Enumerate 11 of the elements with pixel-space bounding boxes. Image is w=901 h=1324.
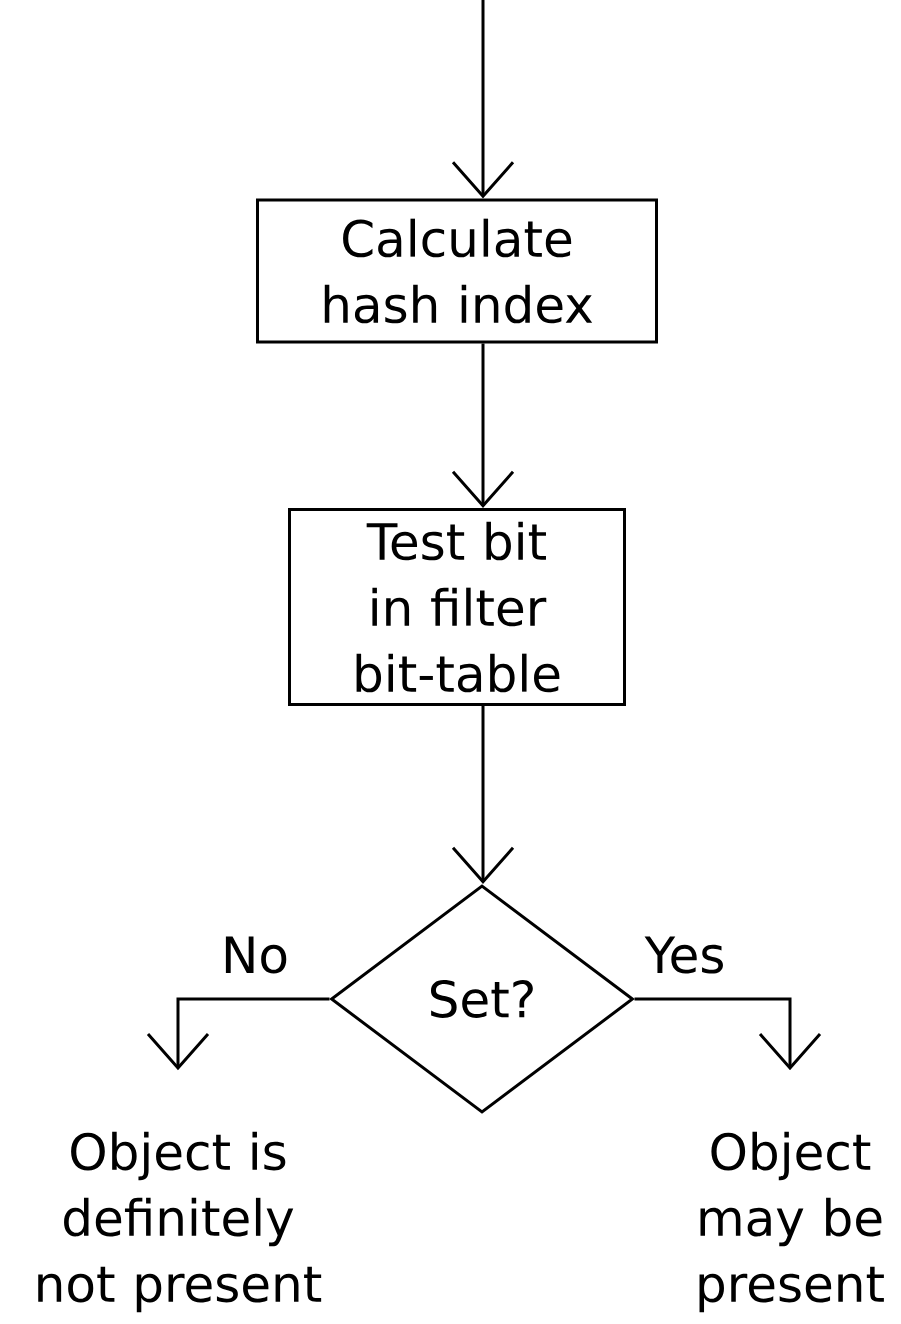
outcome-text: Object is definitely not present <box>38 1131 322 1313</box>
process-box: Test bit in filter bit-table <box>288 508 626 706</box>
arrow <box>451 706 515 884</box>
arrow <box>451 343 515 508</box>
arrow <box>634 997 822 1071</box>
process-box: Calculate hash index <box>256 198 658 344</box>
edge-label: No <box>217 932 293 978</box>
arrow <box>146 997 330 1071</box>
arrow <box>451 0 515 199</box>
outcome-text: Object may be present <box>699 1131 884 1313</box>
edge-label: Yes <box>640 932 730 978</box>
